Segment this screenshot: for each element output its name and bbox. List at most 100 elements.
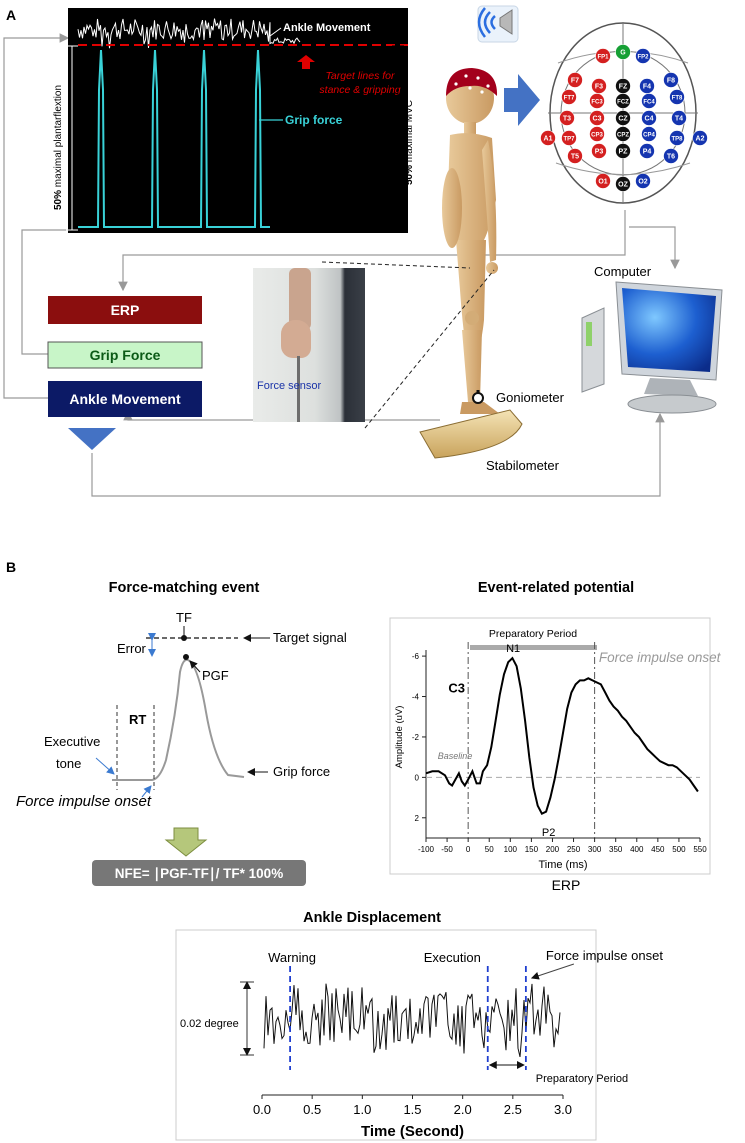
svg-text:F3: F3 [595, 84, 603, 91]
ankle-x-tick-label: 0.5 [303, 1102, 321, 1117]
eeg-electrode-g: G [615, 44, 631, 60]
eeg-electrode-cp4: CP4 [641, 126, 657, 142]
ankle-trace [77, 18, 301, 49]
eeg-electrode-c4: C4 [641, 110, 657, 126]
svg-text:Grip Force: Grip Force [90, 347, 161, 363]
grip-force-label: Grip force [285, 113, 343, 127]
svg-text:T6: T6 [667, 154, 675, 161]
eeg-electrode-p3: P3 [591, 143, 607, 159]
eeg-electrode-f3: F3 [591, 78, 607, 94]
erp-title: Event-related potential [478, 580, 634, 596]
eeg-electrode-cz: CZ [615, 110, 631, 126]
target-lines-label-2: stance & gripping [319, 84, 400, 96]
eeg-electrode-fz: FZ [615, 78, 631, 94]
svg-text:PGF: PGF [202, 668, 229, 683]
eeg-electrode-t3: T3 [559, 110, 575, 126]
onset-pointer [530, 963, 575, 980]
erp-box: ERP [48, 296, 202, 324]
svg-text:FP1: FP1 [597, 55, 609, 61]
ankle-x-tick-label: 3.0 [554, 1102, 572, 1117]
eeg-electrode-f7: F7 [567, 72, 583, 88]
eeg-electrode-o1: O1 [595, 173, 611, 189]
svg-text:Preparatory Period: Preparatory Period [489, 628, 577, 640]
erp-series-line [425, 656, 699, 816]
force-sensor-photo: Force sensor [253, 268, 365, 422]
grip-force-curve [112, 658, 245, 781]
ankle-x-tick-label: 0.0 [253, 1102, 271, 1117]
ankle-x-label: Time (Second) [361, 1123, 464, 1140]
svg-text:P3: P3 [595, 149, 604, 156]
eeg-electrode-p4: P4 [639, 143, 655, 159]
erp-x-label: Time (ms) [538, 859, 587, 871]
svg-text:C3: C3 [448, 680, 465, 695]
erp-x-tick-label: 100 [504, 845, 518, 854]
svg-text:Force impulse onset: Force impulse onset [546, 948, 663, 963]
ankle-displacement-trace [263, 983, 561, 1058]
erp-y-tick-label: 0 [415, 773, 420, 782]
eeg-electrode-f4: F4 [639, 78, 655, 94]
svg-text:FZ: FZ [619, 84, 628, 91]
ankle-x-tick-label: 2.0 [454, 1102, 472, 1117]
erp-x-tick-label: 400 [630, 845, 644, 854]
erp-chart: Event-related potential Preparatory Peri… [389, 580, 722, 893]
right-axis-label: 50% maximal MVC [404, 100, 415, 185]
svg-text:FC3: FC3 [591, 100, 603, 106]
svg-text:O1: O1 [598, 179, 607, 186]
erp-y-tick-label: -6 [412, 652, 420, 661]
right-axis: 50% maximal MVC [392, 45, 415, 231]
svg-text:Error: Error [117, 641, 147, 656]
erp-x-tick-label: 450 [651, 845, 665, 854]
eeg-electrode-oz: OZ [615, 176, 631, 192]
erp-x-tick-label: 0 [466, 845, 471, 854]
svg-text:FT7: FT7 [564, 96, 575, 102]
eeg-electrode-cpz: CPZ [615, 126, 631, 142]
target-arrow [297, 55, 315, 69]
svg-text:CP4: CP4 [643, 133, 655, 139]
stabilometer-label: Stabilometer [486, 458, 560, 473]
erp-x-tick-label: 300 [588, 845, 602, 854]
ankle-x-tick-label: 2.5 [504, 1102, 522, 1117]
eeg-electrode-ft7: FT7 [561, 89, 577, 105]
feedback-monitor: Ankle Movement Target lines for stance &… [53, 8, 408, 233]
svg-text:CPZ: CPZ [617, 133, 629, 139]
force-matching-diagram: Force-matching event TF Target signal Er… [16, 580, 347, 886]
erp-x-tick-label: 250 [567, 845, 581, 854]
erp-x-tick-label: -100 [418, 845, 435, 854]
eeg-electrode-o2: O2 [635, 173, 651, 189]
svg-text:OZ: OZ [618, 182, 628, 189]
panel-a-label: A [6, 7, 16, 23]
eeg-electrode-c3: C3 [589, 110, 605, 126]
erp-x-tick-label: 350 [609, 845, 623, 854]
eeg-electrode-t4: T4 [671, 110, 687, 126]
left-axis-label: 50% maximal plantarflextion [53, 85, 64, 210]
erp-x-tick-label: 150 [525, 845, 539, 854]
eeg-electrode-t5: T5 [567, 148, 583, 164]
svg-text:ERP: ERP [111, 302, 140, 318]
target-lines-label-1: Target lines for [325, 70, 395, 82]
blue-arrow-right [504, 74, 540, 126]
svg-text:A1: A1 [544, 136, 553, 143]
ankle-displacement-chart: Ankle Displacement Warning Execution For… [175, 910, 663, 1141]
svg-text:C4: C4 [645, 116, 654, 123]
svg-text:tone: tone [56, 756, 81, 771]
ankle-movement-label: Ankle Movement [283, 22, 371, 34]
svg-text:F7: F7 [571, 78, 579, 85]
svg-text:F8: F8 [667, 78, 675, 85]
panel-b-label: B [6, 559, 16, 575]
svg-text:FP2: FP2 [637, 55, 649, 61]
force-sensor-label: Force sensor [257, 380, 322, 392]
erp-x-tick-label: -50 [441, 845, 453, 854]
nfe-formula: NFE= ∣PGF-TF∣/ TF* 100% [115, 866, 283, 882]
svg-text:Grip force: Grip force [273, 764, 330, 779]
speaker-icon [477, 5, 519, 43]
eeg-electrode-pz: PZ [615, 143, 631, 159]
erp-y-tick-label: -4 [412, 693, 420, 702]
eeg-electrode-tp8: TP8 [669, 130, 685, 146]
erp-y-tick-label: 2 [415, 814, 420, 823]
svg-text:Warning: Warning [268, 950, 316, 965]
erp-x-tick-label: 500 [672, 845, 686, 854]
preparatory-period-bar [470, 645, 597, 650]
nfe-formula-box [92, 860, 306, 886]
computer-icon: Computer [581, 264, 723, 414]
